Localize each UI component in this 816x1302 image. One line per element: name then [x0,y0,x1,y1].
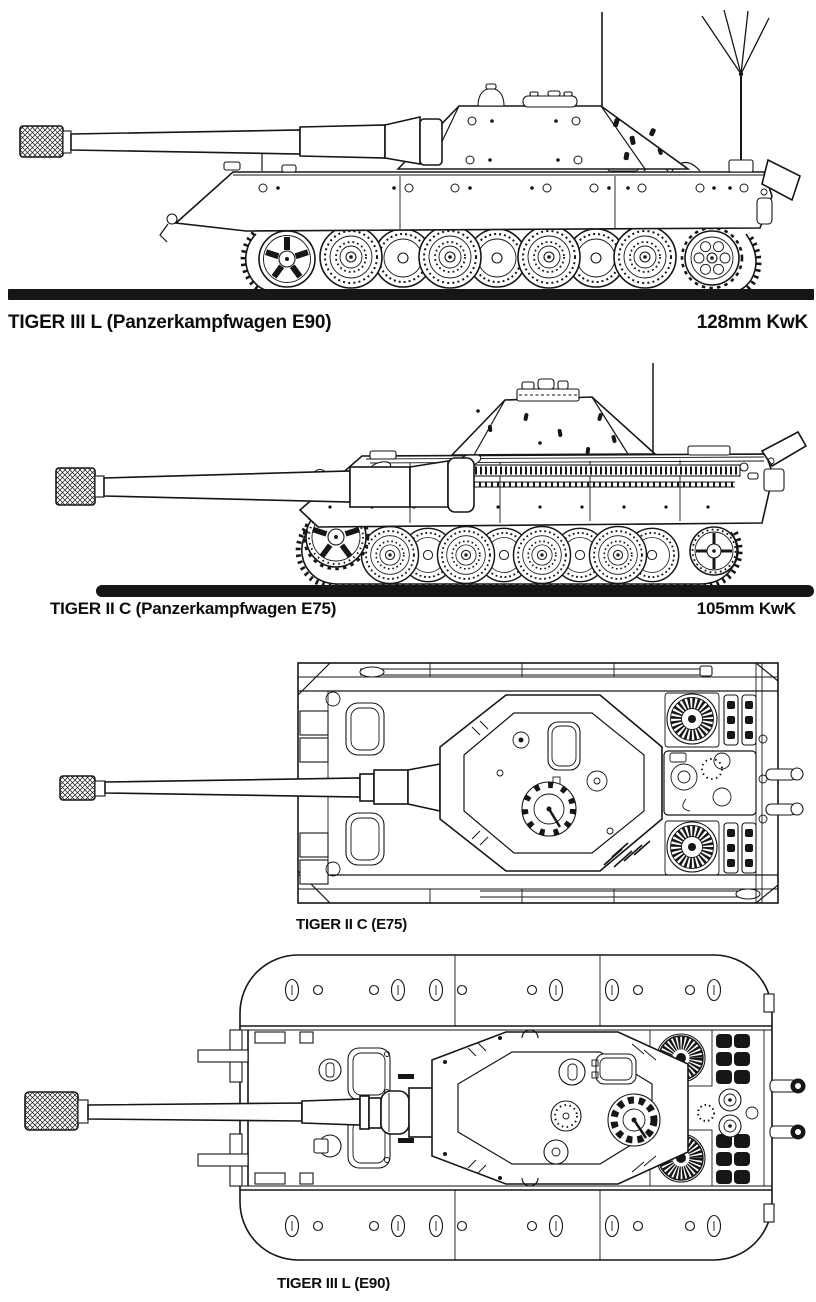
turret-fittings [476,409,617,454]
driver-periscope [318,1058,342,1082]
running-gear [258,225,744,290]
hull-plan [197,1029,414,1187]
radio-periscope [313,1134,342,1158]
antennas [601,9,770,173]
grille-top [716,1034,750,1084]
drive-sprocket [680,226,744,290]
commander-cupola [516,378,580,402]
e90-side-drawing [8,9,814,300]
star-antenna [701,9,770,173]
hull-plan [297,662,779,904]
hull-rivets [276,186,732,190]
gun-barrel [70,129,301,155]
gun-mantlet [419,118,443,166]
commander-cupola [477,83,505,107]
figure4-caption: TIGER III L (E90) [277,1275,391,1292]
e75-side-drawing [55,363,814,597]
engine-deck [663,663,804,903]
figure1-armament-label: 128mm KwK [696,312,808,333]
gun-mantlet [373,769,409,805]
gun-barrel [103,470,351,503]
radiator-fan [667,822,717,872]
turret-plan [439,694,663,872]
filler-caps [697,1088,759,1138]
main-gun [24,1087,434,1138]
idler-wheel [689,526,739,576]
e90-top-drawing [24,954,806,1261]
loader-hatch [522,90,578,108]
commander-cupola [607,1093,661,1147]
driver-hatch [347,1047,391,1101]
figure2-armament-label: 105mm KwK [696,599,796,618]
commander-cupola [521,781,577,837]
muzzle-brake [19,125,64,158]
main-gun [55,457,475,513]
rear-mudflap [760,430,808,492]
figure2-caption: TIGER II C (Panzerkampfwagen E75) [50,599,337,618]
ground-line [8,289,814,300]
main-gun [59,763,441,812]
engine-hatch [663,750,757,816]
hull-bolts [258,183,749,193]
driver-periscope [223,161,241,171]
muzzle-brake [24,1091,79,1131]
tow-shackle [159,213,178,243]
tow-cable [359,665,761,900]
turret-fittings [488,118,663,162]
exhaust-pipes [769,1078,806,1140]
figure1-caption: TIGER III L (Panzerkampfwagen E90) [8,312,332,333]
gun-barrel [87,1102,303,1122]
exhaust-pipes [765,767,804,816]
pistol-port [543,1139,569,1165]
fender-steps [299,710,329,885]
track-links-bottom [284,1214,722,1238]
track-links-top [284,978,722,1002]
turret [450,378,658,456]
barrel-sleeve [299,124,386,159]
turret-plan [431,1029,689,1187]
gunner-hatch [550,1100,582,1132]
vent [558,1058,586,1086]
gun-mantlet [447,457,475,513]
tow-bracket [197,1029,249,1083]
stowage-bin [687,445,731,456]
rear-mudflap [756,158,801,225]
driver-hatch [325,691,385,756]
muzzle-brake [55,467,96,506]
loader-hatch [547,721,581,771]
lifting-lug [521,1177,539,1187]
e75-top-drawing [59,662,804,904]
radiator-fan [667,694,717,744]
tow-bracket [197,1133,249,1187]
main-gun [19,115,443,166]
idler-wheel [258,230,316,288]
loader-hatch [591,1053,637,1085]
muzzle-brake [59,775,96,801]
gun-barrel [104,777,361,798]
lifting-lug [521,1029,539,1039]
barrel-sleeve [349,466,411,508]
ground-line [96,585,814,597]
gun-mantlet [380,1090,410,1135]
vent [512,731,530,749]
radio-operator-hatch [325,812,385,877]
grille-bottom [716,1134,750,1184]
stowage-hatching [603,840,651,868]
figure3-caption: TIGER II C (E75) [296,916,407,933]
track [295,527,743,590]
